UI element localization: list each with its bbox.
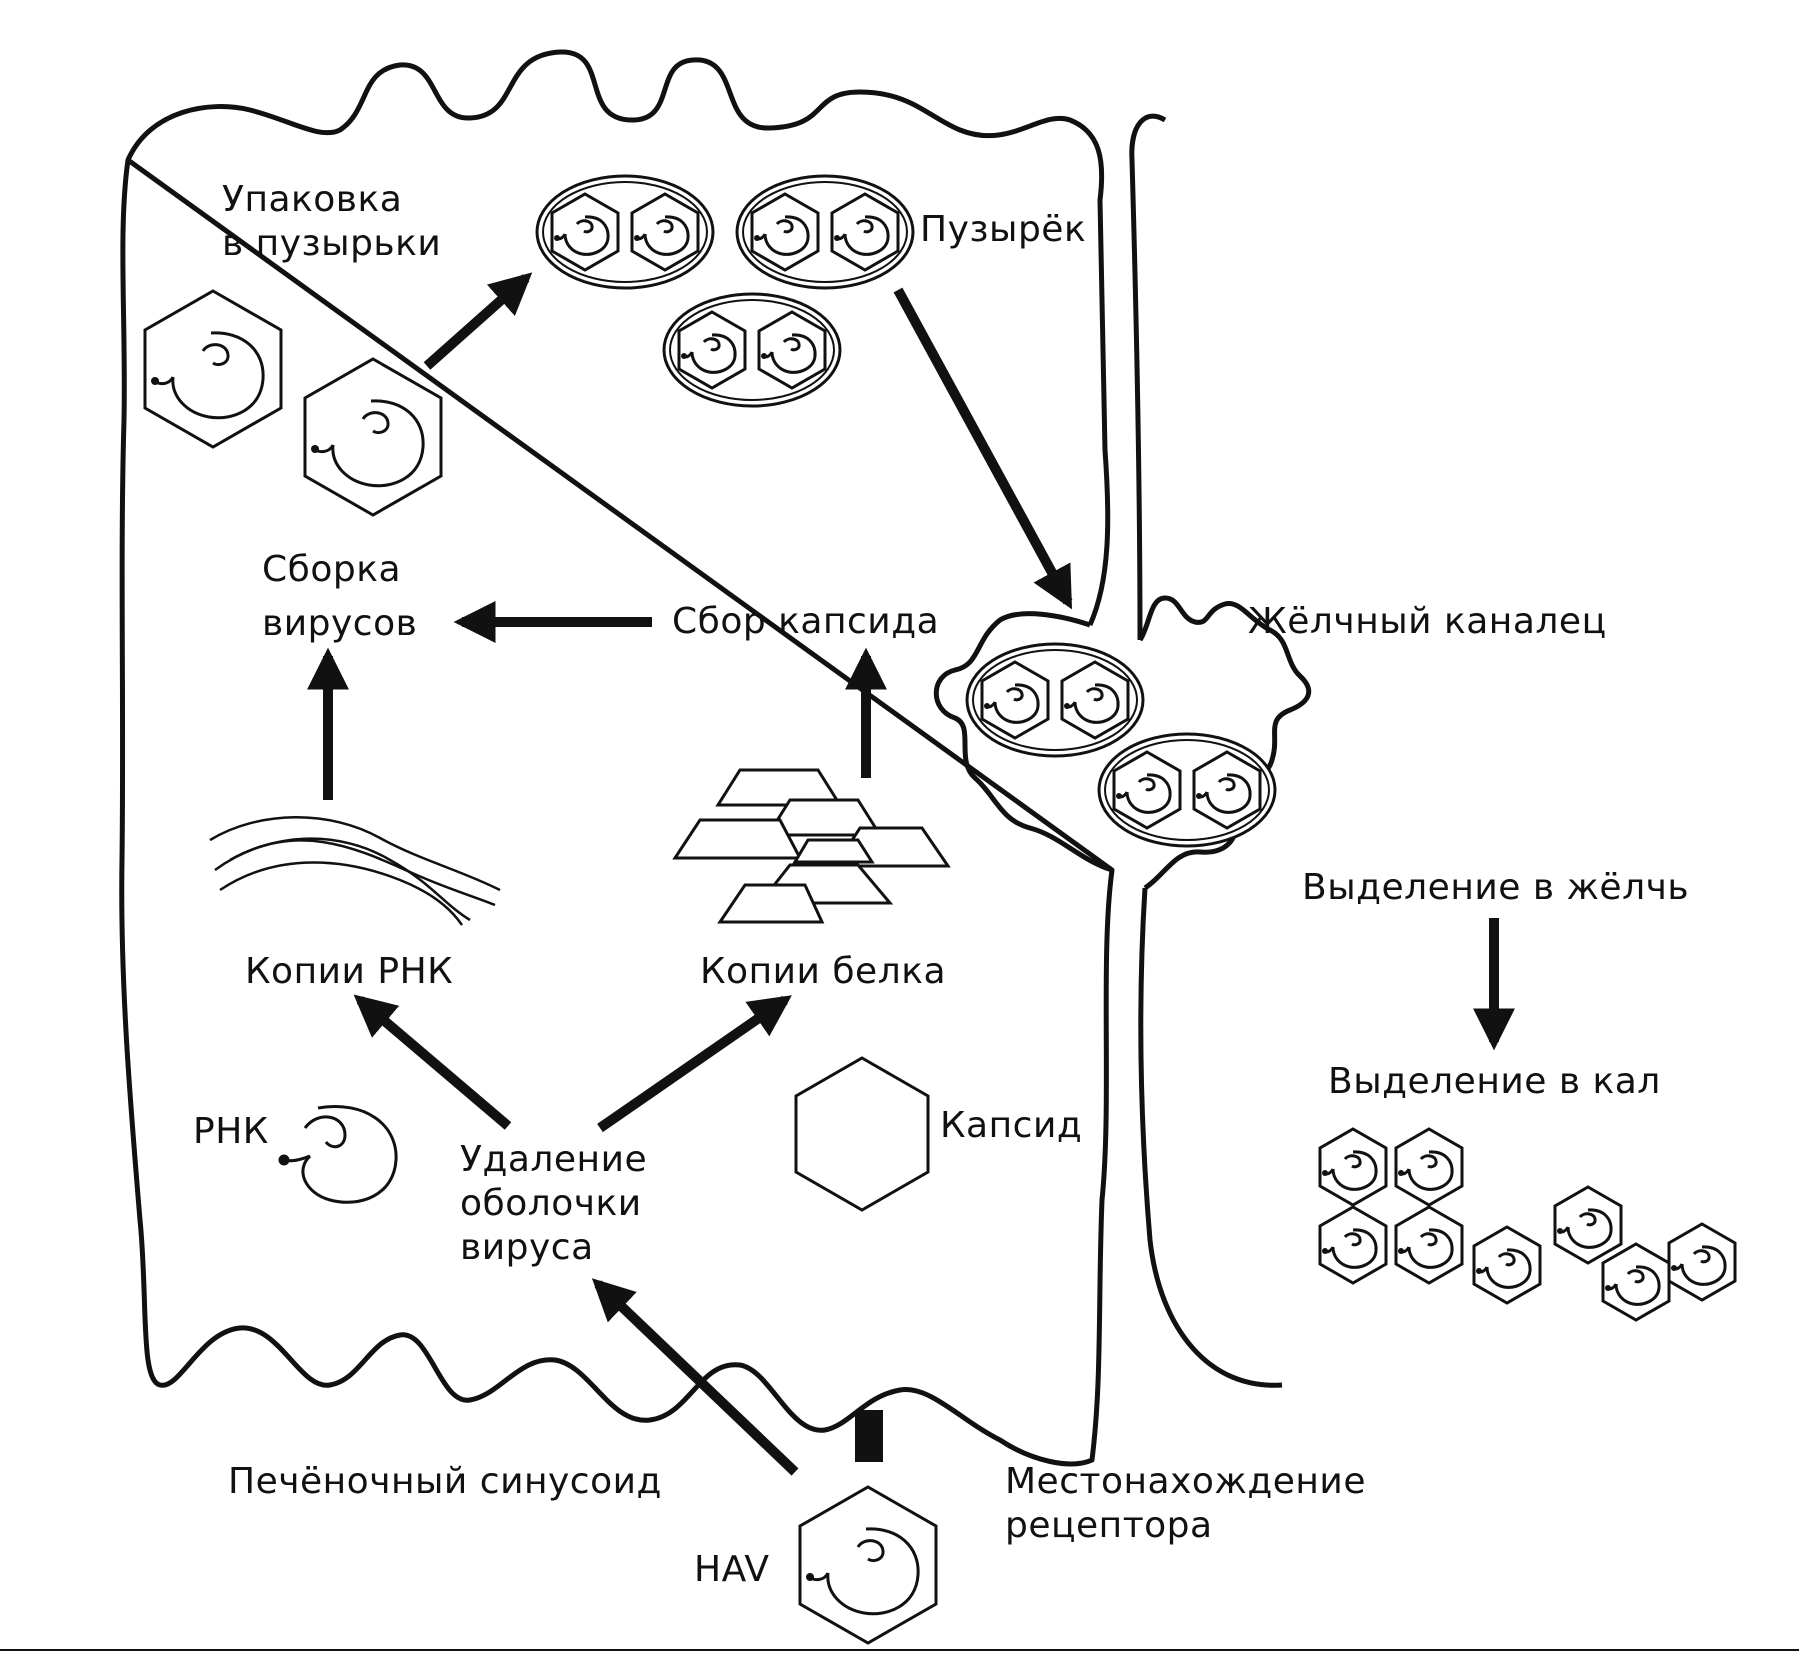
- vesicle-icon: [965, 642, 1145, 758]
- label-receptor-line2: рецептора: [1005, 1505, 1213, 1546]
- arrow-icon: [893, 287, 1073, 610]
- label-vesicle: Пузырёк: [920, 209, 1087, 250]
- label-capsid-assembly: Сбор капсида: [672, 601, 940, 642]
- neighbour-cell-membrane: [1129, 113, 1283, 1388]
- virion-icon: [303, 357, 443, 517]
- rna-strand-icon: [209, 816, 501, 926]
- label-uncoating-line1: Удаление: [460, 1139, 648, 1180]
- label-fecal-excretion: Выделение в кал: [1328, 1061, 1661, 1102]
- capsid-protein-icon: [672, 768, 951, 924]
- label-rna: РНК: [193, 1111, 269, 1152]
- label-capsid: Капсид: [940, 1105, 1083, 1146]
- label-rna-copies: Копии РНК: [245, 951, 454, 992]
- label-uncoating-line3: вируса: [460, 1227, 594, 1268]
- vesicle-icon: [1097, 732, 1277, 848]
- label-assembly-line1: Сборка: [262, 549, 402, 590]
- label-assembly-line2: вирусов: [262, 603, 418, 644]
- hepatocyte-membrane: [119, 49, 1115, 1467]
- label-bile-canaliculus: Жёлчный каналец: [1248, 601, 1607, 642]
- arrow-icon: [597, 995, 792, 1133]
- arrow-icon: [353, 994, 512, 1130]
- label-packaging-line2: в пузырьки: [222, 223, 442, 264]
- label-packaging-line1: Упаковка: [222, 179, 403, 220]
- receptor-icon: [855, 1410, 883, 1462]
- capsid-hexagon-icon: [794, 1056, 930, 1212]
- label-hav: HAV: [694, 1549, 770, 1590]
- vesicle-icon: [535, 174, 715, 290]
- vesicle-icon: [735, 174, 915, 290]
- virion-icon: [798, 1485, 938, 1645]
- vesicle-icon: [662, 292, 842, 408]
- label-uncoating: Удаление оболочки вируса: [460, 1138, 647, 1270]
- label-protein-copies: Копии белка: [700, 951, 947, 992]
- virion-icon: [143, 289, 283, 449]
- label-hepatic-sinusoid: Печёночный синусоид: [228, 1461, 662, 1502]
- virion-cluster-icon: [1318, 1127, 1737, 1322]
- label-receptor-line1: Местонахождение: [1005, 1461, 1366, 1502]
- arrow-icon: [591, 1278, 799, 1476]
- label-assembly: Сборка вирусов: [262, 548, 417, 646]
- label-packaging: Упаковка в пузырьки: [222, 178, 441, 266]
- label-uncoating-line2: оболочки: [460, 1183, 642, 1224]
- arrow-icon: [423, 272, 533, 370]
- label-bile-secretion: Выделение в жёлчь: [1302, 867, 1690, 908]
- rna-strand-icon: [278, 1105, 398, 1204]
- label-receptor: Местонахождение рецептора: [1005, 1460, 1366, 1548]
